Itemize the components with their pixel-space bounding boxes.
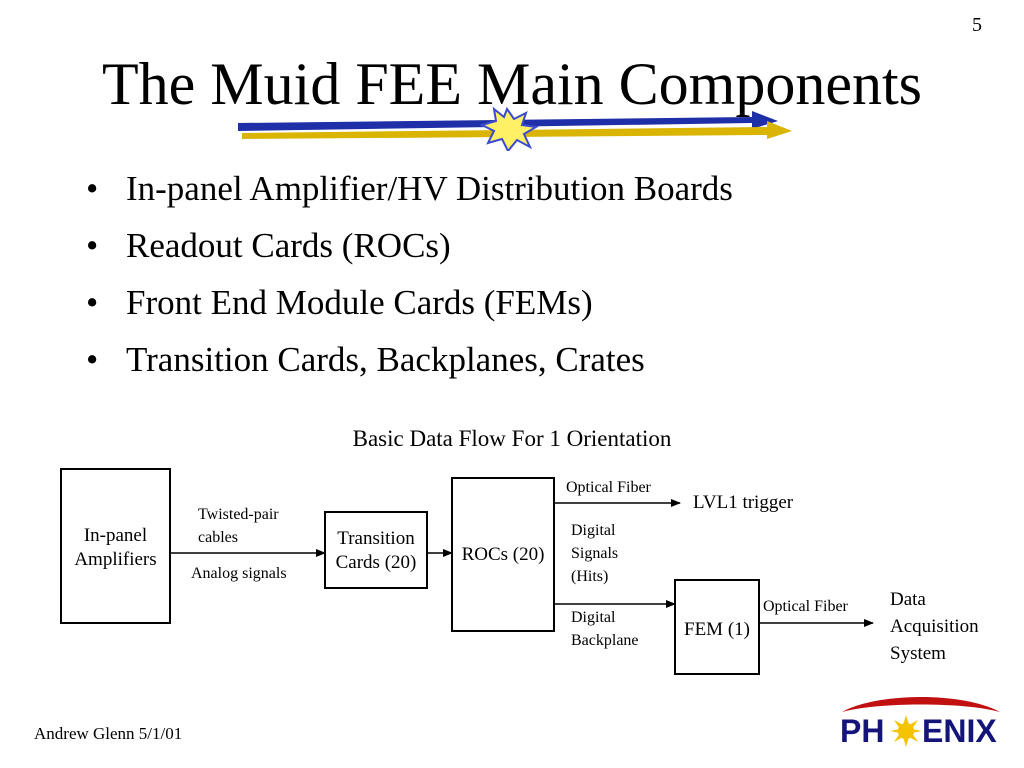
fem-label: FEM (1) xyxy=(684,619,750,640)
digital-signals-label: Digital Signals (Hits) xyxy=(571,519,618,588)
bullet-dot-icon: • xyxy=(86,283,99,322)
bullet-item: • Transition Cards, Backplanes, Crates xyxy=(86,331,733,388)
phenix-logo: PH ENIX xyxy=(840,697,1000,749)
bullet-text: Transition Cards, Backplanes, Crates xyxy=(126,340,645,379)
logo-text-left: PH xyxy=(840,713,884,749)
bullet-text: Front End Module Cards (FEMs) xyxy=(126,283,593,322)
bullet-dot-icon: • xyxy=(86,340,99,379)
analog-signals-label: Analog signals xyxy=(191,565,287,582)
twisted-pair-label-line: cables xyxy=(198,529,238,546)
slide-title: The Muid FEE Main Components xyxy=(102,51,922,117)
bullet-item: • In-panel Amplifier/HV Distribution Boar… xyxy=(86,160,733,217)
bullet-item: • Readout Cards (ROCs) xyxy=(86,217,733,274)
amplifiers-label-line: Amplifiers xyxy=(74,549,157,570)
amplifiers-label-line: In-panel xyxy=(83,525,148,546)
bullet-dot-icon: • xyxy=(86,169,99,208)
transition-cards-label-line: Transition xyxy=(337,528,415,549)
logo-text-right: ENIX xyxy=(922,713,997,749)
optical-fiber-bottom-label: Optical Fiber xyxy=(763,598,848,615)
twisted-pair-label-line: Twisted-pair xyxy=(198,506,279,523)
transition-cards-label: Transition Cards (20) xyxy=(325,527,427,575)
bullet-dot-icon: • xyxy=(86,226,99,265)
daq-label-line: System xyxy=(890,643,946,664)
daq-label-line: Acquisition xyxy=(890,616,979,637)
bullet-text: Readout Cards (ROCs) xyxy=(126,226,451,265)
daq-label: Data Acquisition System xyxy=(890,586,979,667)
optical-fiber-top-label: Optical Fiber xyxy=(566,479,651,496)
transition-cards-label-line: Cards (20) xyxy=(335,552,417,573)
digital-signals-label-line: Digital xyxy=(571,522,616,539)
digital-backplane-label-line: Digital xyxy=(571,609,616,626)
title-underline-decoration xyxy=(238,106,792,151)
logo-swoosh-icon xyxy=(842,697,1000,712)
bullet-text: In-panel Amplifier/HV Distribution Board… xyxy=(126,169,733,208)
rocs-label: ROCs (20) xyxy=(461,544,545,565)
digital-backplane-label: Digital Backplane xyxy=(571,606,639,652)
daq-label-line: Data xyxy=(890,589,926,610)
slide-number: 5 xyxy=(972,14,982,36)
digital-signals-label-line: Signals xyxy=(571,545,619,562)
digital-backplane-label-line: Backplane xyxy=(571,632,639,649)
logo-sun-icon xyxy=(890,715,922,747)
footer-author-date: Andrew Glenn 5/1/01 xyxy=(34,724,183,743)
bullet-item: • Front End Module Cards (FEMs) xyxy=(86,274,733,331)
lvl1-trigger-label: LVL1 trigger xyxy=(693,492,794,513)
amplifiers-label: In-panel Amplifiers xyxy=(61,524,170,572)
fem-box xyxy=(674,579,760,675)
twisted-pair-label: Twisted-pair cables xyxy=(198,503,279,549)
diagram-title: Basic Data Flow For 1 Orientation xyxy=(352,426,672,451)
bullet-list: • In-panel Amplifier/HV Distribution Boar… xyxy=(86,160,733,388)
star-burst-icon xyxy=(479,106,539,151)
amplifiers-box xyxy=(60,468,171,624)
digital-signals-label-line: (Hits) xyxy=(571,568,609,585)
